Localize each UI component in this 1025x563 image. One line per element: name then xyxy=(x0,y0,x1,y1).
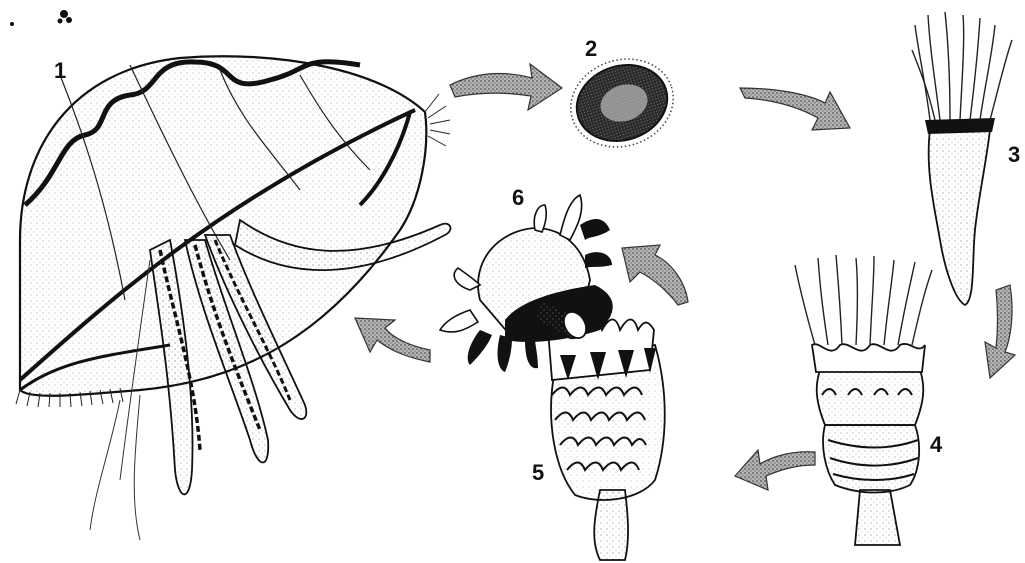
stage-label-3: 3 xyxy=(1008,142,1020,167)
ink-specks xyxy=(10,10,72,26)
strobila-early-icon xyxy=(795,255,932,545)
stage-label-2: 2 xyxy=(585,36,597,61)
stage-label-5: 5 xyxy=(532,460,544,485)
stage-label-6: 6 xyxy=(512,185,524,210)
cycle-arrow-3-to-4 xyxy=(985,285,1015,378)
planula-larva-icon xyxy=(559,46,684,160)
strobila-late-icon xyxy=(548,320,665,561)
scyphistoma-polyp-icon xyxy=(912,12,1012,305)
stage-label-4: 4 xyxy=(930,432,943,457)
cycle-arrow-2-to-3 xyxy=(740,88,850,130)
cycle-arrow-4-to-5 xyxy=(735,450,815,490)
medusa-jellyfish-icon xyxy=(16,56,450,540)
cycle-arrow-5-to-6 xyxy=(622,245,688,305)
stage-label-1: 1 xyxy=(54,58,66,83)
cycle-arrow-6-to-1 xyxy=(355,318,430,362)
cycle-arrow-1-to-2 xyxy=(450,64,562,110)
